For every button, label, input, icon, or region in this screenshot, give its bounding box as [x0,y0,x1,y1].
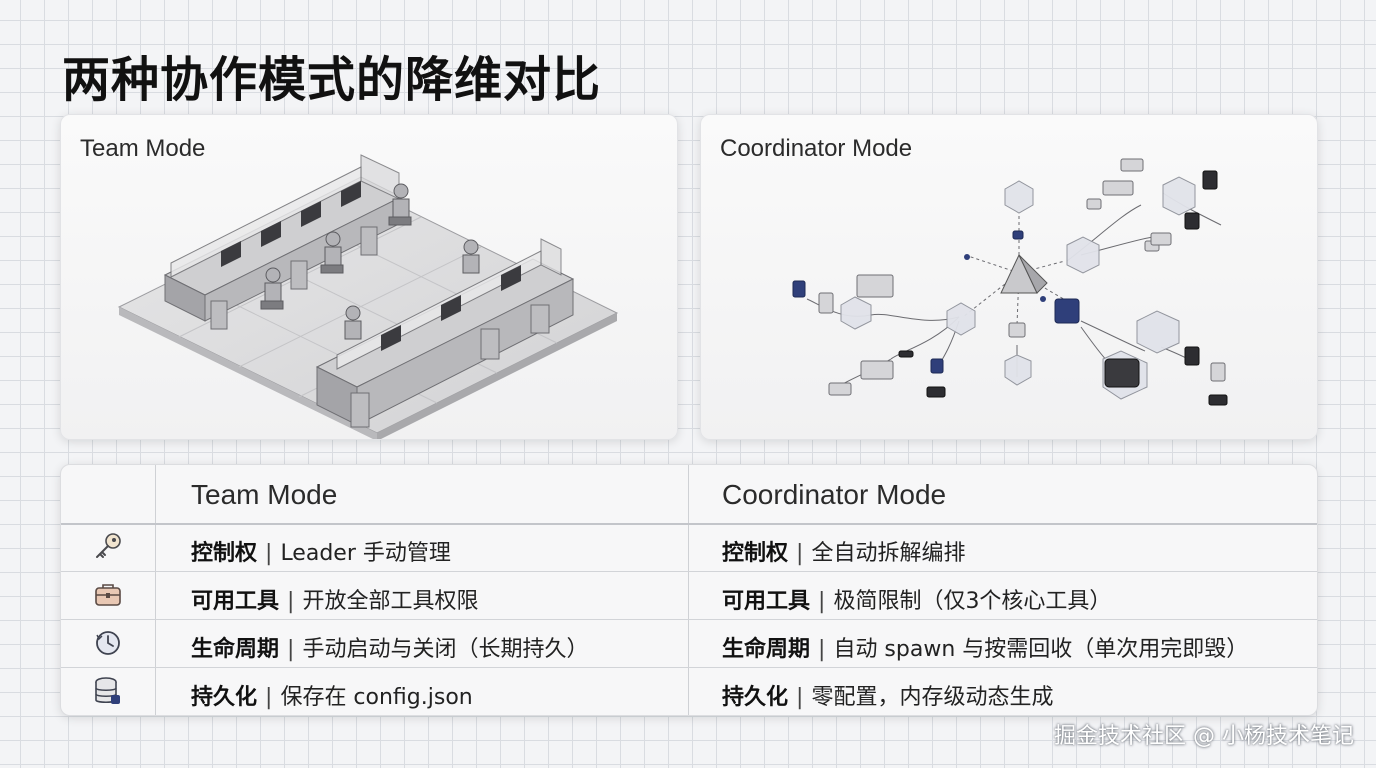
header-coordinator-mode: Coordinator Mode [722,479,947,510]
separator: | [265,541,273,566]
row-key-label: 可用工具 [722,589,811,614]
team-mode-card-label: Team Mode [80,135,206,162]
row-value: 极简限制（仅3个核心工具） [833,589,1112,614]
office-illustration [117,154,619,439]
separator: | [265,685,273,710]
row-key-label: 控制权 [722,541,789,566]
row-value: 零配置，内存级动态生成 [811,685,1054,710]
key-icon [96,533,121,558]
team-row-tools: 可用工具 | 开放全部工具权限 [191,583,478,615]
row-key-label: 可用工具 [191,589,280,614]
clock-icon [96,631,120,655]
team-row-lifecycle: 生命周期 | 手动启动与关闭（长期持久） [191,631,588,663]
toolbox-icon [95,584,121,606]
row-divider [61,571,1317,572]
row-divider [61,619,1317,620]
separator: | [287,637,295,662]
comparison-table: Team Mode Coordinator Mode 控制权 | Leader 手动… [60,464,1318,716]
team-row-persistence: 持久化 | 保存在 config.json [191,679,473,711]
coordinator-row-lifecycle: 生命周期 | 自动 spawn 与按需回收（单次用完即毁） [722,631,1248,663]
network-illustration [792,158,1228,406]
coordinator-mode-card: Coordinator Mode [700,114,1318,440]
row-value: 开放全部工具权限 [302,589,479,614]
row-key-label: 控制权 [191,541,258,566]
coordinator-row-tools: 可用工具 | 极简限制（仅3个核心工具） [722,583,1111,615]
row-key-label: 持久化 [722,685,789,710]
row-key-label: 生命周期 [191,637,280,662]
coordinator-row-control: 控制权 | 全自动拆解编排 [722,535,965,567]
row-value: Leader 手动管理 [280,541,451,566]
row-value: 全自动拆解编排 [811,541,966,566]
coordinator-mode-card-label: Coordinator Mode [720,135,913,162]
row-value: 保存在 config.json [280,685,473,710]
watermark: 掘金技术社区 @ 小杨技术笔记 [1054,724,1354,749]
team-row-control: 控制权 | Leader 手动管理 [191,535,451,567]
row-key-label: 持久化 [191,685,258,710]
header-divider [61,523,1317,525]
row-divider [61,667,1317,668]
row-key-label: 生命周期 [722,637,811,662]
separator: | [796,685,804,710]
icon-column-divider [155,465,156,715]
header-team-mode: Team Mode [191,479,338,510]
separator: | [818,637,826,662]
team-mode-card: Team Mode [60,114,678,440]
mode-column-divider [688,465,689,715]
separator: | [287,589,295,614]
database-icon [95,677,120,704]
row-value: 自动 spawn 与按需回收（单次用完即毁） [833,637,1249,662]
coordinator-row-persistence: 持久化 | 零配置，内存级动态生成 [722,679,1053,711]
row-value: 手动启动与关闭（长期持久） [302,637,589,662]
separator: | [796,541,804,566]
page-title: 两种协作模式的降维对比 [62,52,602,108]
separator: | [818,589,826,614]
